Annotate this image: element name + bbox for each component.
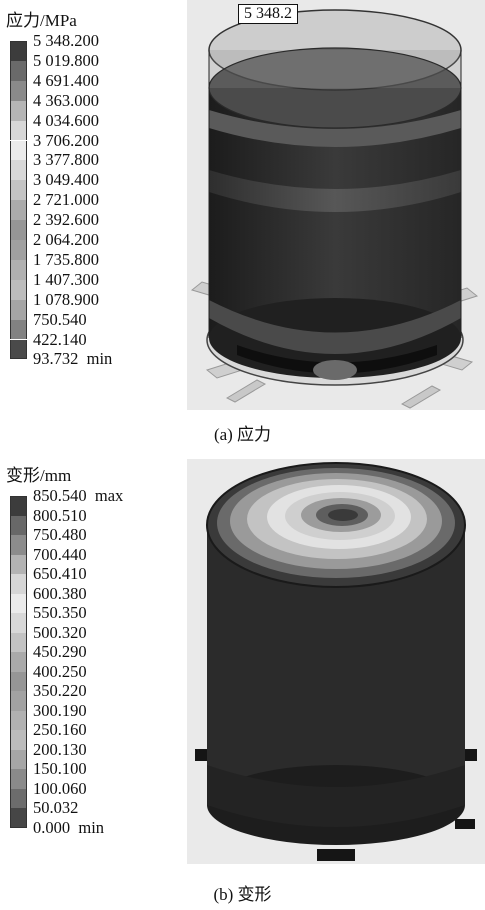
legend-tick-label: 850.540 max — [33, 486, 124, 505]
legend-swatch — [10, 120, 27, 141]
legend-swatch — [10, 574, 27, 594]
legend-tick-label: 200.130 — [33, 739, 87, 759]
caption-b: (b) 变形 — [213, 885, 272, 904]
legend-swatch — [10, 160, 27, 181]
legend-swatch — [10, 730, 27, 750]
legend-tick-label: 700.440 — [33, 544, 87, 564]
legend-swatch — [10, 808, 27, 828]
legend-swatch — [10, 80, 27, 101]
legend-tick-label: 5 019.800 — [33, 50, 99, 70]
legend-swatch — [10, 788, 27, 808]
legend-tick-label: 93.732 min — [33, 349, 113, 369]
legend-tick-label: 2 392.600 — [33, 210, 99, 230]
legend-tick-label: 0.000 min — [33, 817, 105, 837]
legend-tick-label: 422.140 — [33, 329, 87, 349]
legend-tick-label: 4 034.600 — [33, 110, 99, 130]
legend-title-stress: 应力/MPa — [6, 11, 77, 30]
legend-swatch — [10, 613, 27, 633]
legend-tick-label: 3 377.800 — [33, 150, 99, 170]
legend-swatch — [10, 220, 27, 240]
legend-swatch — [10, 41, 27, 61]
deformation-tank-model — [195, 462, 477, 861]
legend-tick-label: 2 721.000 — [33, 190, 99, 210]
legend-tick-label: 350.220 — [33, 681, 87, 700]
legend-tick-label: 4 363.000 — [33, 90, 99, 110]
legend-swatch — [10, 319, 27, 340]
legend-tick-label: 750.480 — [33, 525, 87, 544]
legend-swatch — [10, 691, 27, 711]
legend-tick-label: 400.250 — [33, 661, 87, 681]
legend-tick-label: 550.350 — [33, 603, 87, 622]
legend-tick-label: 750.540 — [33, 309, 87, 329]
legend-swatch — [10, 710, 27, 730]
legend-swatch — [10, 769, 27, 789]
legend-swatch — [10, 140, 27, 161]
legend-swatch — [10, 100, 27, 121]
legend-swatch — [10, 554, 27, 574]
legend-tick-label: 4 691.400 — [33, 70, 99, 90]
legend-tick-label: 1 735.800 — [33, 249, 99, 269]
legend-tick-label: 1 407.300 — [33, 269, 99, 289]
deformation-contour-view — [187, 459, 485, 864]
legend-title-deformation: 变形/mm — [6, 466, 72, 485]
legend-tick-label: 500.320 — [33, 622, 87, 642]
legend-tick-label: 2 064.200 — [33, 230, 99, 249]
legend-swatch — [10, 200, 27, 221]
legend-swatch — [10, 652, 27, 672]
legend-tick-label: 650.410 — [33, 564, 87, 583]
legend-tick-label: 800.510 — [33, 505, 87, 525]
legend-swatch — [10, 496, 27, 516]
legend-swatch — [10, 279, 27, 300]
legend-swatch — [10, 671, 27, 691]
legend-tick-label: 150.100 — [33, 759, 87, 778]
legend-swatch — [10, 299, 27, 320]
legend-tick-label: 250.160 — [33, 720, 87, 739]
legend-swatch — [10, 259, 27, 280]
legend-swatch — [10, 632, 27, 652]
legend-swatch — [10, 535, 27, 555]
legend-tick-label: 600.380 — [33, 583, 87, 603]
legend-swatch — [10, 515, 27, 535]
stress-contour-view — [187, 0, 485, 410]
legend-swatch — [10, 749, 27, 769]
stress-tank-model — [190, 9, 479, 409]
legend-swatch — [10, 240, 27, 260]
legend-tick-label: 300.190 — [33, 700, 87, 720]
legend-tick-label: 100.060 — [33, 778, 87, 798]
legend-swatch — [10, 593, 27, 613]
legend-swatch — [10, 60, 27, 81]
legend-tick-label: 3 706.200 — [33, 130, 99, 150]
caption-a: (a) 应力 — [213, 425, 272, 444]
legend-tick-label: 3 049.400 — [33, 170, 99, 190]
legend-tick-label: 1 078.900 — [33, 289, 99, 309]
legend-tick-label: 5 348.200 — [33, 31, 99, 50]
legend-swatch — [10, 339, 27, 360]
legend-tick-label: 450.290 — [33, 642, 87, 661]
legend-tick-label: 50.032 — [33, 798, 79, 817]
max-value-probe: 5 348.2 — [238, 4, 298, 24]
legend-swatch — [10, 180, 27, 201]
